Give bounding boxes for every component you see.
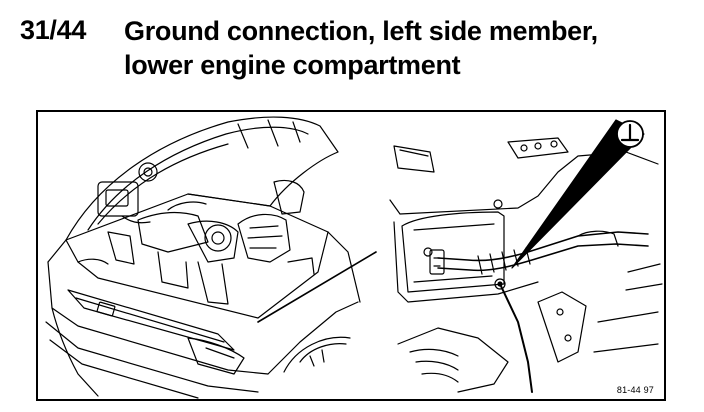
title-block: 31/44 Ground connection, left side membe… — [20, 14, 690, 84]
car-front-view — [45, 116, 377, 399]
page-title: Ground connection, left side member, low… — [124, 14, 684, 82]
title-line-1: Ground connection, left side member, — [124, 16, 598, 46]
technical-illustration — [45, 116, 663, 399]
figure-number: 31/44 — [20, 15, 87, 45]
title-line-2: lower engine compartment — [124, 50, 461, 80]
figure-reference-code: 81-44 97 — [616, 385, 654, 395]
ground-symbol-glyph — [620, 123, 640, 142]
figure-frame: 81-44 97 — [36, 110, 666, 401]
ground-connection-detail — [389, 119, 663, 393]
